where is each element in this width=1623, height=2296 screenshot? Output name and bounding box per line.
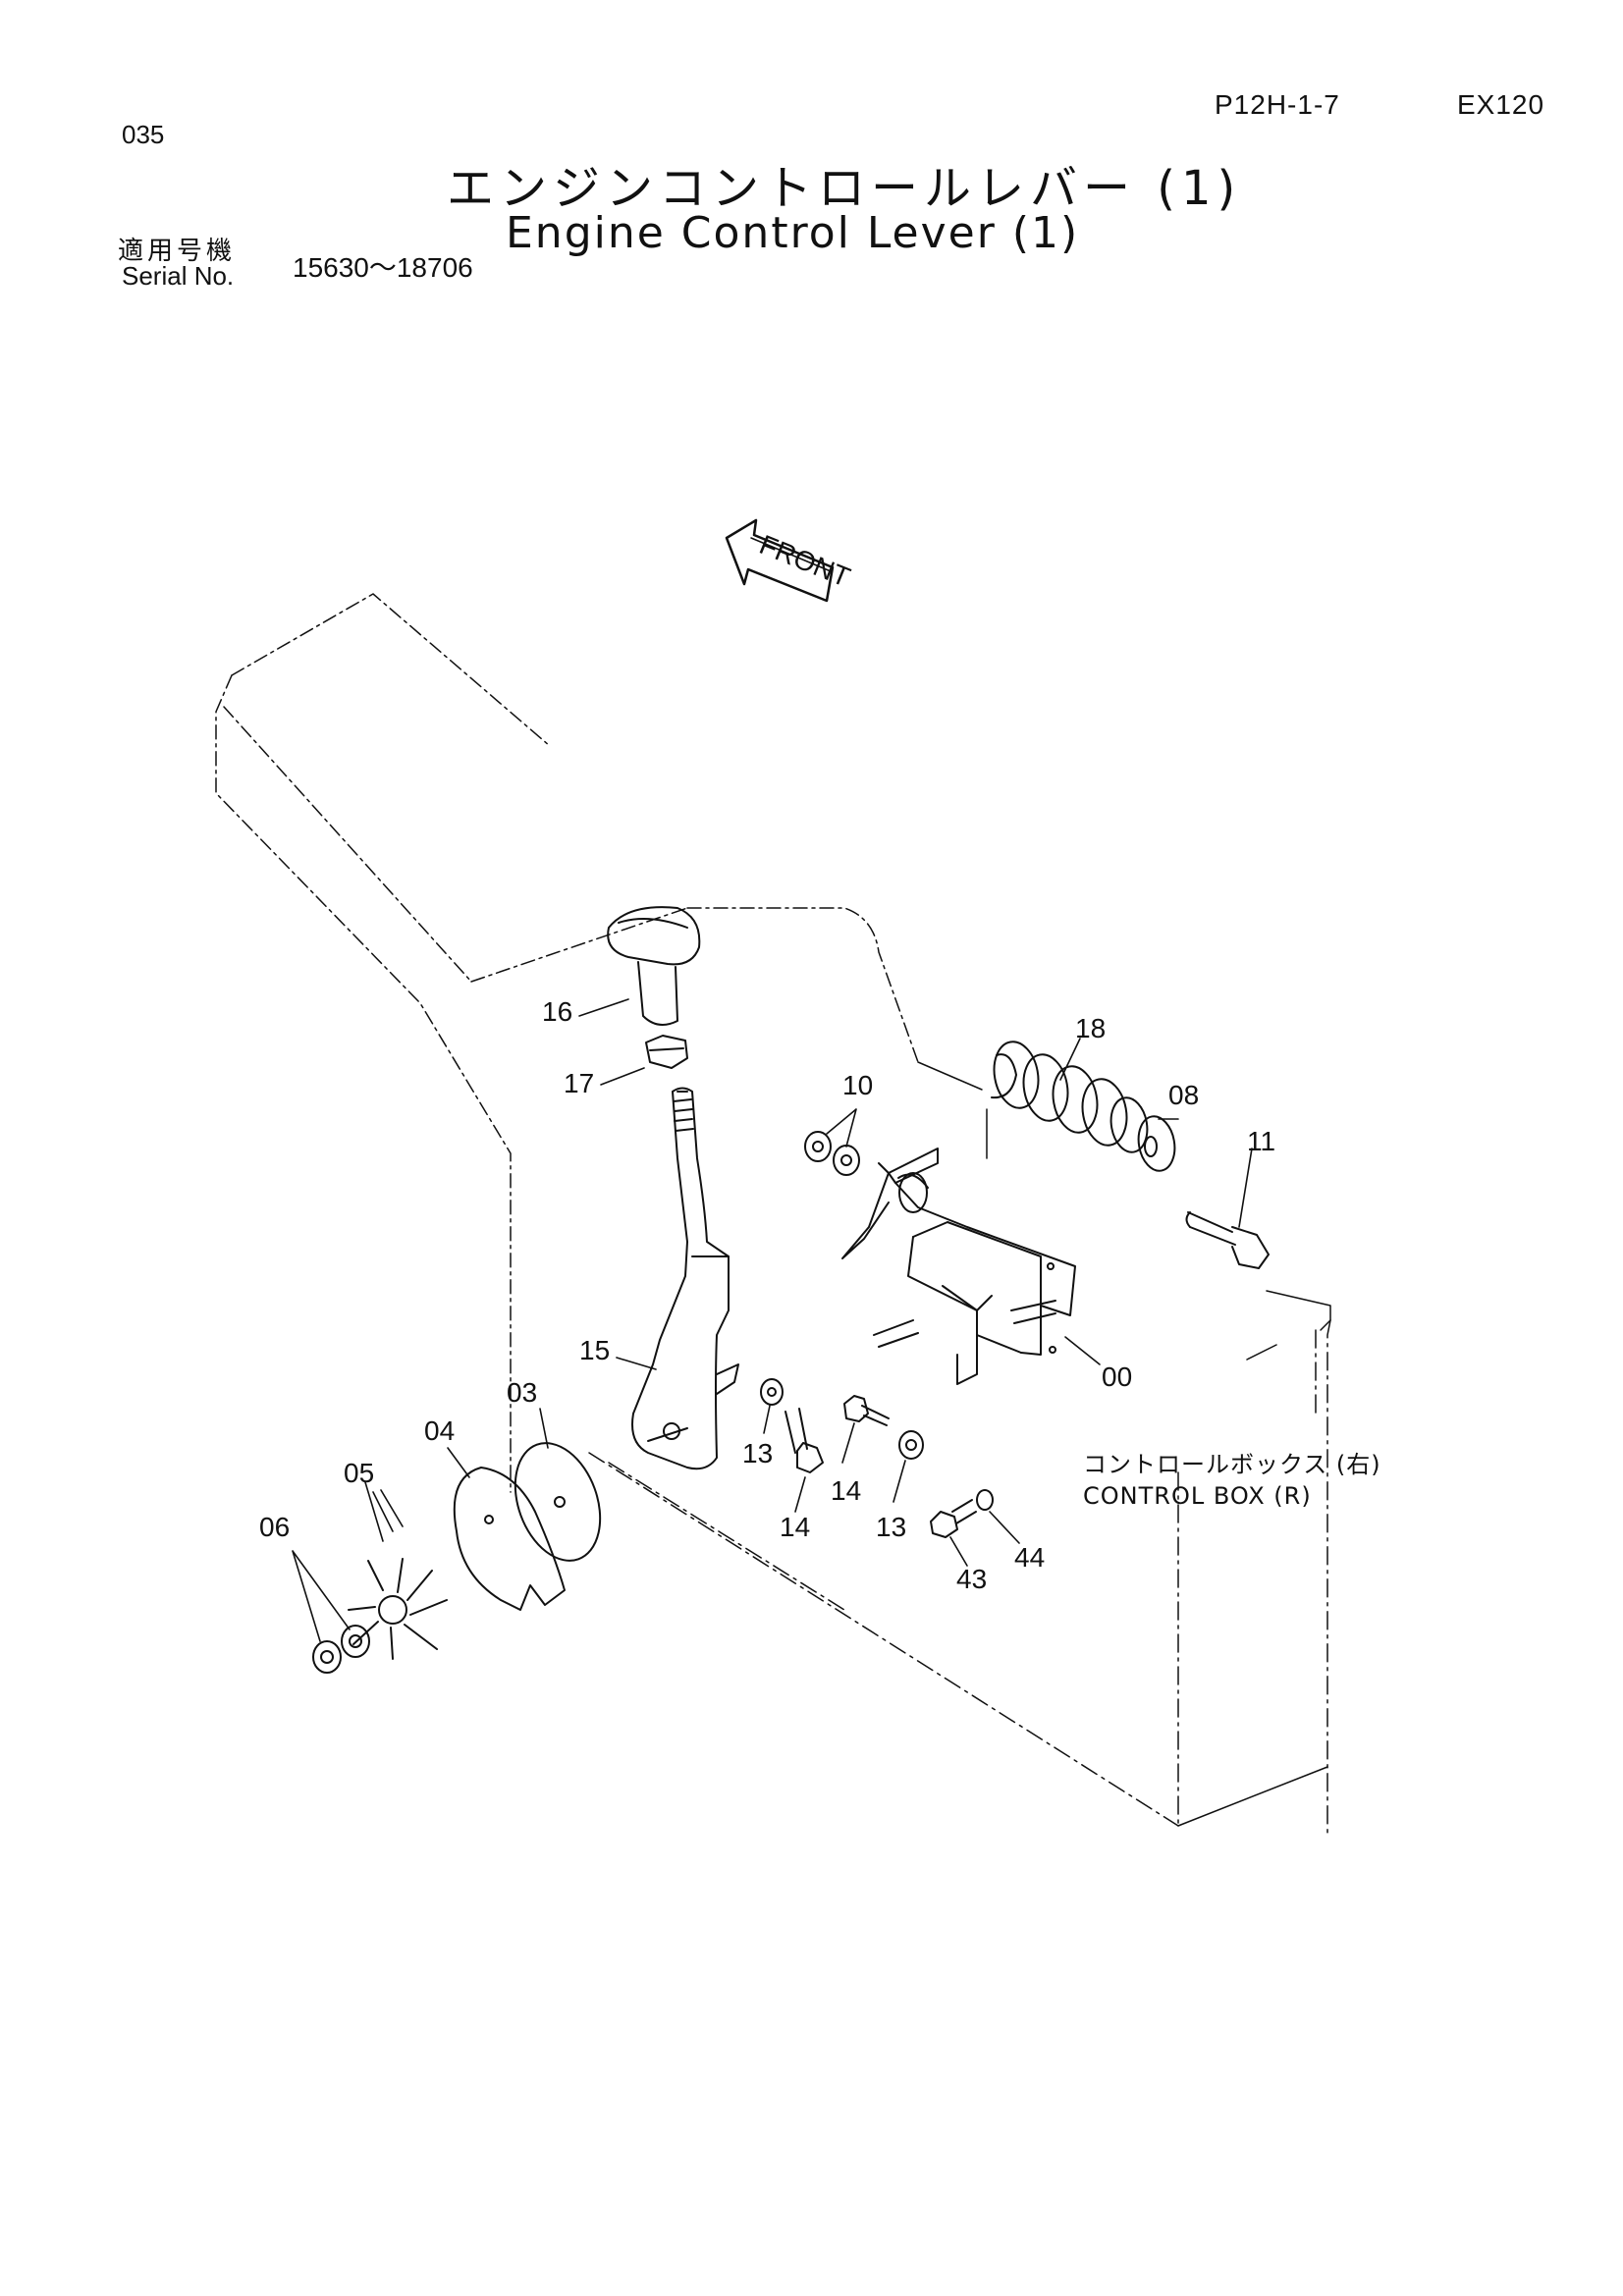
front-label: FRONT — [755, 529, 854, 593]
leader-lines — [292, 998, 1253, 1642]
callout-15: 15 — [579, 1335, 610, 1365]
nut-part-13-left — [760, 1378, 784, 1406]
knob-part-16 — [607, 906, 701, 1026]
callout-16: 16 — [542, 996, 572, 1027]
callout-17: 17 — [564, 1068, 594, 1098]
callout-13-left: 13 — [742, 1438, 773, 1468]
callout-labels: 16 17 18 10 08 11 15 03 04 05 06 00 13 1… — [259, 996, 1381, 1594]
page-number: 035 — [122, 120, 165, 149]
reference-code: P12H-1-7 — [1215, 89, 1340, 120]
front-arrow: FRONT — [725, 518, 854, 603]
bolt-part-43 — [930, 1499, 977, 1538]
lever-part-15 — [631, 1087, 739, 1470]
nut-part-13-right — [898, 1430, 924, 1460]
serial-range: 15630～18706 — [293, 252, 473, 283]
callout-06: 06 — [259, 1512, 290, 1542]
serial-label-japanese: 適用号機 — [118, 237, 237, 266]
console-outline — [215, 593, 1331, 1837]
callout-03: 03 — [507, 1377, 537, 1408]
callout-43: 43 — [956, 1564, 987, 1594]
bracket-part-00 — [841, 1148, 1076, 1385]
model-name: EX120 — [1457, 89, 1545, 120]
serial-label-english: Serial No. — [122, 261, 235, 291]
bolt-part-11 — [1185, 1211, 1270, 1269]
callout-11: 11 — [1247, 1126, 1275, 1156]
nuts-part-10 — [804, 1131, 860, 1176]
callout-04: 04 — [424, 1415, 455, 1446]
callout-08: 08 — [1168, 1080, 1199, 1110]
callout-14-right: 14 — [831, 1475, 861, 1506]
nut-part-17 — [645, 1035, 688, 1069]
title-english: Engine Control Lever (1) — [506, 208, 1080, 258]
control-box-label-english: CONTROL BOX (R) — [1083, 1482, 1312, 1510]
nuts-part-06 — [312, 1625, 370, 1674]
spring-part-18 — [991, 1041, 1149, 1153]
star-washer-part-05 — [348, 1558, 448, 1660]
callout-14-left: 14 — [780, 1512, 810, 1542]
bolt-part-14-right — [843, 1395, 890, 1426]
callout-10: 10 — [842, 1070, 873, 1100]
bolt-part-14-left — [784, 1408, 824, 1473]
title-japanese: エンジンコントロールレバー (1) — [447, 161, 1242, 216]
callout-13-right: 13 — [876, 1512, 906, 1542]
callout-00: 00 — [1102, 1362, 1132, 1392]
washer-part-03 — [514, 1442, 602, 1562]
washer-part-08 — [1137, 1115, 1176, 1172]
washer-part-44 — [976, 1489, 994, 1511]
cam-plate-part-04 — [453, 1467, 566, 1611]
callout-05: 05 — [344, 1458, 374, 1488]
callout-44: 44 — [1014, 1542, 1045, 1573]
callout-18: 18 — [1075, 1013, 1106, 1043]
control-box-label-japanese: コントロールボックス (右) — [1083, 1451, 1381, 1478]
